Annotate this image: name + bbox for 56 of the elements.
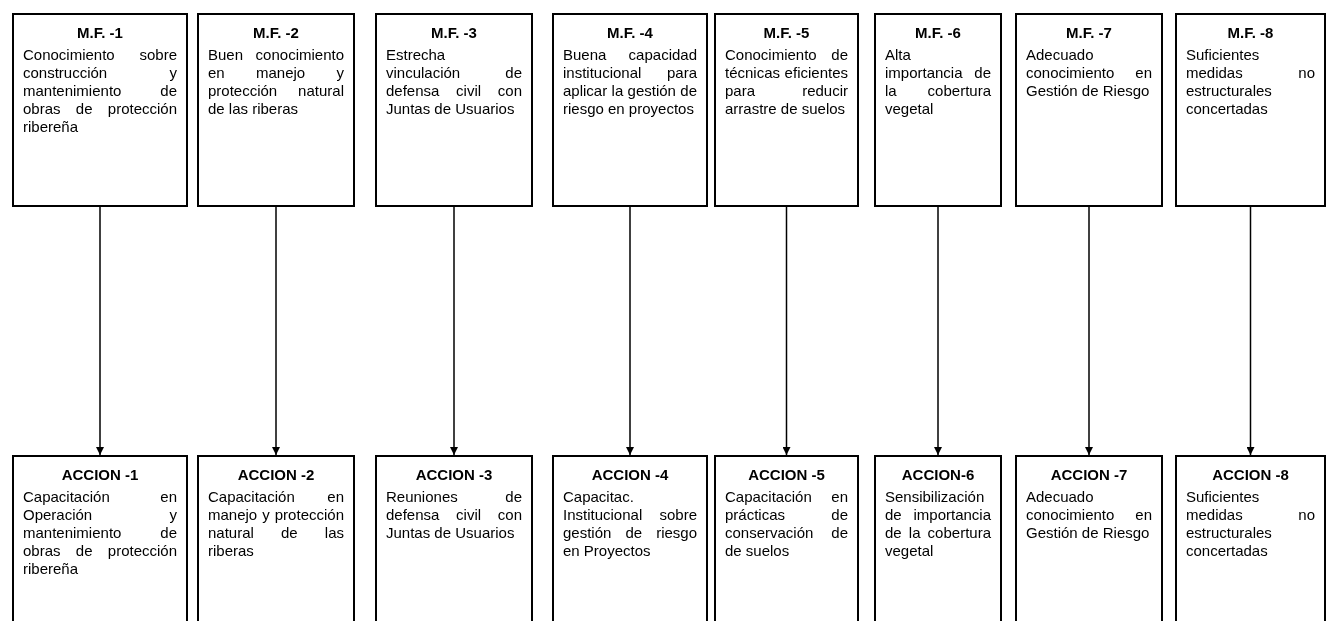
text-box [552,13,708,207]
box-text: Buena capacidad institucional para aplicar la gestión de riesgo en proyectos [563,46,697,118]
text-box [12,13,188,207]
text-box [197,13,355,207]
box-heading: M.F. -2 [252,23,300,43]
text-box [1015,455,1163,621]
text-box [714,455,859,621]
arrow [782,206,791,456]
arrow [1085,206,1093,456]
arrow [626,206,634,456]
box-text: Reuniones de defensa civil con Juntas de Usuarios [386,488,522,542]
box-text: Adecuado conocimiento en Gestión de Riesgo [1026,488,1152,542]
box-heading: M.F. -5 [762,23,811,43]
box-heading: ACCION -1 [60,465,140,485]
box-heading: M.F. -1 [76,23,124,43]
box-heading: ACCION -7 [1049,465,1129,485]
text-box [1175,13,1326,207]
text-box [375,13,533,207]
box-text: Suficientes medidas no estructurales concertadas [1186,488,1315,560]
text-box [874,455,1002,621]
box-text: Conocimiento sobre construcción y mantenimiento de obras de protección ribereña [23,46,177,136]
text-box [1015,13,1163,207]
box-heading: ACCION -8 [1211,465,1290,485]
box-heading: M.F. -7 [1065,23,1113,43]
text-box [1175,455,1326,621]
text-box [12,455,188,621]
box-heading: M.F. -3 [430,23,478,43]
box-heading: ACCION -5 [747,465,826,485]
box-text: Sensibilización de importancia de la cobertura vegetal [885,488,991,560]
box-text: Capacitación en prácticas de conservación de de suelos [725,488,848,560]
box-heading: M.F. -6 [914,23,962,43]
box-text: Capacitac. Institucional sobre gestión de riesgo en Proyectos [563,488,697,560]
box-text: Capacitación en Operación y mantenimiento de obras de protección ribereña [23,488,177,578]
arrow [934,206,942,456]
text-box [197,455,355,621]
box-text: Conocimiento de técnicas eficientes para reducir arrastre de suelos [725,46,848,118]
box-heading: M.F. -4 [606,23,654,43]
text-box [714,13,859,207]
text-box [375,455,533,621]
box-text: Suficientes medidas no estructurales concertadas [1186,46,1315,118]
box-text: Adecuado conocimiento en Gestión de Riesgo [1026,46,1152,100]
box-text: Estrecha vinculación de defensa civil con Juntas de Usuarios [386,46,522,118]
box-heading: ACCION-6 [900,465,976,485]
box-text: Capacitación en manejo y protección natural de las riberas [208,488,344,560]
text-box [552,455,708,621]
arrow [96,206,104,456]
box-text: Alta importancia de la cobertura vegetal [885,46,991,118]
box-heading: ACCION -4 [590,465,670,485]
arrow [1246,206,1255,456]
box-heading: ACCION -3 [414,465,494,485]
text-box [874,13,1002,207]
box-heading: M.F. -8 [1226,23,1275,43]
arrow [272,206,280,456]
arrow [450,206,458,456]
box-heading: ACCION -2 [236,465,316,485]
box-text: Buen conocimiento en manejo y protección natural de las riberas [208,46,344,118]
